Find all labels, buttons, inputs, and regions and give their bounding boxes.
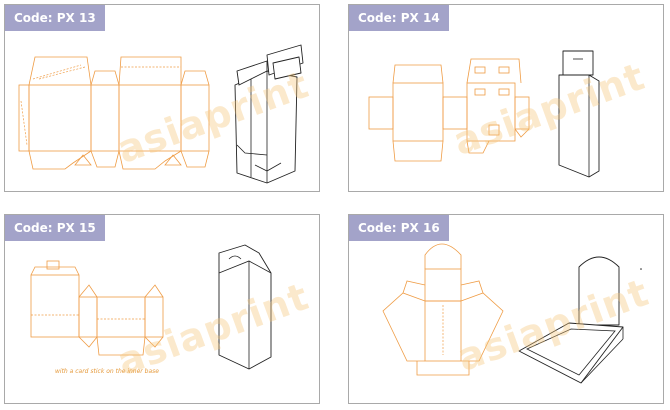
panel-px13: asiaprint Code: PX 13 [4,4,320,192]
px14-dieline [368,58,530,162]
px15-artwork [30,244,272,370]
px16-dieline [382,243,504,376]
panel-px16: asiaprint Code: PX 16 [348,214,664,404]
px14-code-label: Code: PX 14 [349,5,449,31]
panel-px15: asiaprint with a card stick on the inner… [4,214,320,404]
px16-code-label: Code: PX 16 [349,215,449,241]
px14-artwork [368,50,600,178]
px14-box [558,50,600,178]
panel-px14: asiaprint Code: PX 14 [348,4,664,192]
px16-artwork [382,243,642,384]
px13-artwork [18,44,304,184]
px16-display-box [518,256,642,384]
px13-box [234,44,304,184]
px13-code-label: Code: PX 13 [5,5,105,31]
px15-note: with a card stick on the inner base [55,368,159,375]
px15-dieline [30,260,164,356]
px13-dieline [18,56,210,170]
px15-box [218,244,272,370]
px15-code-label: Code: PX 15 [5,215,105,241]
